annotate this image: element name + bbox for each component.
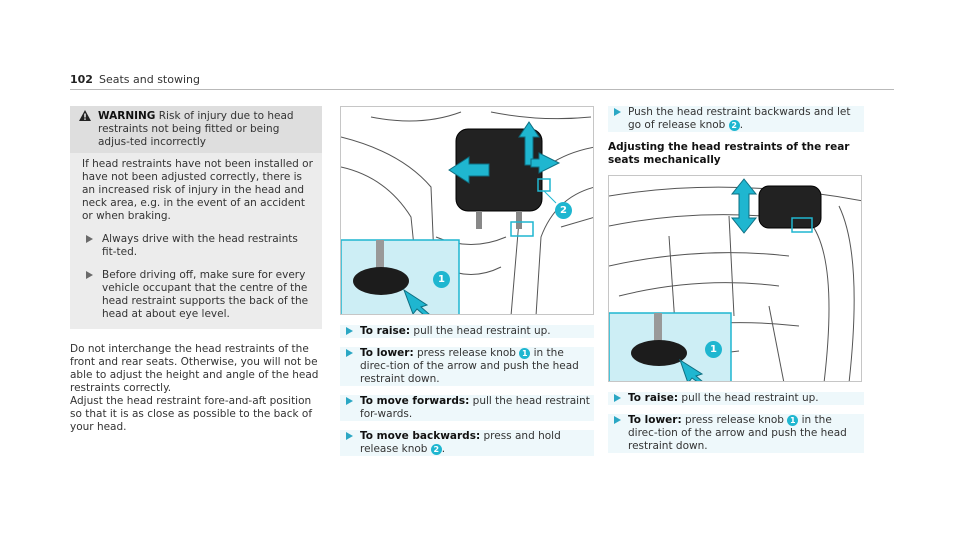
warning-header: WARNING Risk of injury due to head restr… [70, 106, 322, 153]
step-arrow-icon [346, 349, 353, 357]
step-forwards: To move forwards: pull the head restrain… [340, 395, 594, 421]
page-number: 102 [70, 73, 93, 86]
rear-head-restraint-illustration: 1 [608, 175, 862, 382]
step-lower: To lower: press release knob 1 in the di… [340, 347, 594, 386]
warning-bullet-text: Before driving off, make sure for every … [102, 269, 309, 320]
rear-heading: Adjusting the head restraints of the rea… [608, 141, 850, 166]
page-header: 102 Seats and stowing [70, 73, 894, 90]
warning-triangle-icon [79, 110, 91, 121]
step-text: in the direc-tion of the arrow and push … [360, 347, 579, 385]
step-text: . [739, 119, 744, 131]
knob-badge: 2 [728, 120, 740, 131]
front-seat-drawing [341, 111, 593, 314]
step-raise: To raise: pull the head restraint up. [340, 325, 594, 338]
step-text: press release knob [417, 347, 516, 359]
column-left: WARNING Risk of injury due to head restr… [70, 106, 324, 434]
knob-badge: 1 [519, 348, 531, 359]
step-text: in the direc-tion of the arrow and push … [628, 414, 847, 452]
bullet-arrow-icon [86, 271, 93, 279]
bullet-arrow-icon [86, 235, 93, 243]
step-keyword: To move backwards: [360, 430, 481, 442]
step-arrow-icon [346, 327, 353, 335]
rear-step-raise: To raise: pull the head restraint up. [608, 392, 864, 405]
step-keyword: To raise: [628, 392, 679, 404]
knob-badge: 1 [787, 415, 799, 426]
warning-text: If head restraints have not been install… [82, 158, 313, 222]
rear-steps: To raise: pull the head restraint up. To… [608, 392, 864, 453]
rear-step-lower: To lower: press release knob 1 in the di… [608, 414, 864, 453]
step-text: . [441, 443, 446, 455]
step-keyword: To lower: [360, 347, 414, 359]
left-paragraphs: Do not interchange the head restraints o… [70, 343, 324, 434]
step-keyword: To move forwards: [360, 395, 470, 407]
step-arrow-icon [346, 432, 353, 440]
callout-1: 1 [705, 341, 722, 358]
step-push-back: Push the head restraint backwards and le… [608, 106, 864, 132]
callout-1: 1 [433, 271, 450, 288]
column-middle: 1 2 To raise: pull the head restraint up… [340, 106, 594, 465]
step-backwards: To move backwards: press and hold releas… [340, 430, 594, 456]
section-title: Seats and stowing [98, 73, 200, 86]
step-text: press release knob [685, 414, 784, 426]
step-arrow-icon [614, 394, 621, 402]
step-keyword: To lower: [628, 414, 682, 426]
warning-bullet: Always drive with the head restraints fi… [82, 233, 314, 259]
rear-seat-drawing [609, 178, 861, 381]
front-head-restraint-illustration: 1 2 [340, 106, 594, 315]
step-arrow-icon [346, 397, 353, 405]
step-arrow-icon [614, 416, 621, 424]
warning-title-text: Risk of injury due to head restraints no… [98, 110, 294, 148]
warning-bullet: Before driving off, make sure for every … [82, 269, 314, 321]
step-text: press and hold release knob [360, 430, 561, 455]
paragraph: Adjust the head restraint fore-and-aft p… [70, 395, 313, 433]
knob-badge: 2 [430, 444, 442, 455]
step-text: Push the head restraint backwards and le… [628, 106, 851, 131]
warning-body: If head restraints have not been install… [70, 153, 322, 329]
step-arrow-icon [614, 108, 621, 116]
step-text: pull the head restraint for-wards. [360, 395, 590, 420]
step-text: pull the head restraint up. [681, 392, 819, 404]
front-steps: To raise: pull the head restraint up. To… [340, 325, 594, 456]
warning-box: WARNING Risk of injury due to head restr… [70, 106, 322, 329]
step-text: pull the head restraint up. [413, 325, 551, 337]
step-keyword: To raise: [360, 325, 411, 337]
warning-bullet-text: Always drive with the head restraints fi… [102, 233, 298, 258]
callout-2: 2 [555, 202, 572, 219]
column-right: Push the head restraint backwards and le… [608, 106, 864, 462]
paragraph: Do not interchange the head restraints o… [70, 343, 319, 394]
warning-title: WARNING [98, 110, 156, 122]
